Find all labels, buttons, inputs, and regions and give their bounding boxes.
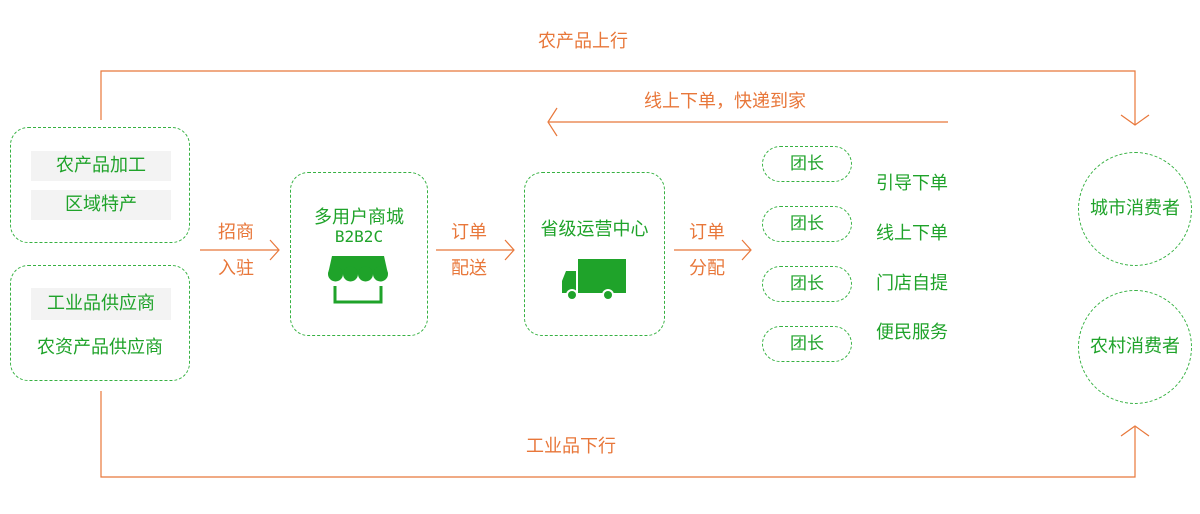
order-distribute-label-bottom: 分配 <box>689 258 725 279</box>
return-flow-arrowhead <box>547 107 558 137</box>
leader-service-label: 便民服务 <box>876 322 948 343</box>
recruit-label-top: 招商 <box>218 222 254 243</box>
delivery-arrowhead <box>504 239 515 261</box>
leader-service-label: 引导下单 <box>876 173 948 194</box>
order-distribute-label-top: 订单 <box>689 222 725 243</box>
recruit-label-bottom: 入驻 <box>218 258 254 279</box>
group-leader-pill: 团长 <box>762 266 852 302</box>
operation-center-title: 省级运营中心 <box>540 219 649 240</box>
agri-input-supplier-label: 农资产品供应商 <box>37 337 163 358</box>
industrial-supplier-chip: 工业品供应商 <box>31 288 171 320</box>
top-flow-line <box>100 70 1136 125</box>
platform-box: 多用户商城 B2B2C <box>290 172 428 336</box>
delivery-truck-icon <box>562 259 626 301</box>
rural-consumer-circle: 农村消费者 <box>1078 290 1192 404</box>
order-delivery-label-top: 订单 <box>451 222 487 243</box>
bottom-flow-line <box>100 391 1136 478</box>
storefront-icon <box>328 256 388 304</box>
group-leader-pill: 团长 <box>762 326 852 362</box>
regional-specialty-chip: 区域特产 <box>31 190 171 220</box>
distribute-arrowhead <box>741 239 752 261</box>
recruit-arrowhead <box>269 239 280 261</box>
return-flow-label: 线上下单，快递到家 <box>644 91 806 112</box>
operation-center-box: 省级运营中心 <box>524 172 665 336</box>
bottom-flow-arrowhead <box>1120 425 1150 437</box>
group-leader-pill: 团长 <box>762 146 852 182</box>
agri-source-box: 农产品加工 区域特产 <box>10 127 190 243</box>
top-flow-arrowhead <box>1120 114 1150 126</box>
platform-title: 多用户商城 <box>314 207 404 228</box>
industrial-source-box: 工业品供应商 农资产品供应商 <box>10 265 190 381</box>
group-leader-pill: 团长 <box>762 206 852 242</box>
platform-subtitle: B2B2C <box>334 227 384 246</box>
urban-consumer-circle: 城市消费者 <box>1078 152 1192 266</box>
bottom-flow-label: 工业品下行 <box>526 436 616 457</box>
order-delivery-label-bottom: 配送 <box>451 258 487 279</box>
agri-processing-chip: 农产品加工 <box>31 151 171 181</box>
leader-service-label: 线上下单 <box>876 223 948 244</box>
leader-service-label: 门店自提 <box>876 273 948 294</box>
top-flow-label: 农产品上行 <box>538 31 628 52</box>
